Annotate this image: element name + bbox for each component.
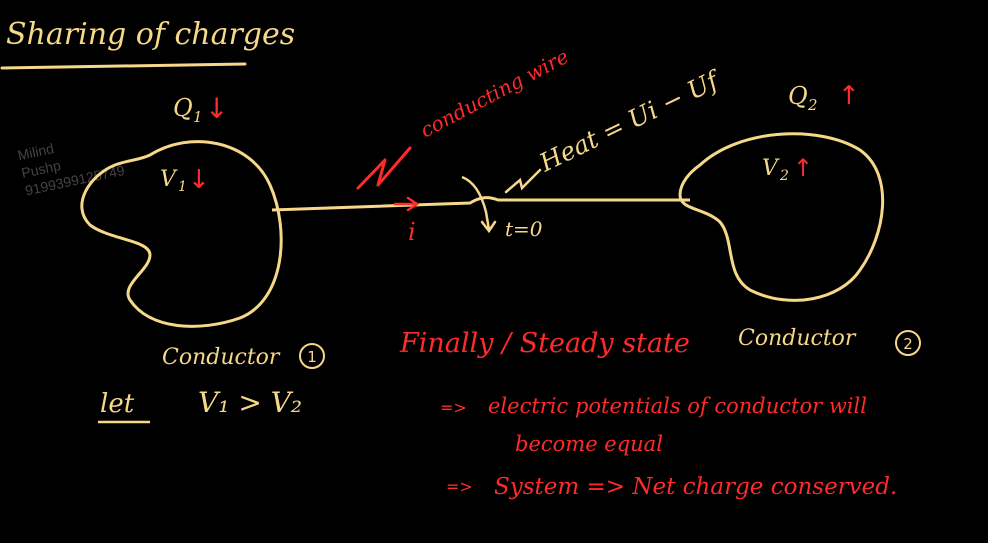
bullet-1-line-1: electric potentials of conductor will xyxy=(488,394,867,418)
bullet-1-line-2: become equal xyxy=(515,432,663,456)
conductor-1-number: 1 xyxy=(307,348,317,366)
switch-time-label: t=0 xyxy=(505,217,543,241)
q2-symbol: Q xyxy=(788,82,808,110)
wire-pointer-icon xyxy=(356,146,412,190)
conductor-2-label: Conductor xyxy=(738,326,857,351)
heat-pointer-icon xyxy=(504,168,542,194)
v2-symbol: V xyxy=(762,156,780,181)
assumption-relation: V₁ > V₂ xyxy=(198,386,302,419)
bullet-1-marker: => xyxy=(440,398,467,417)
q1-symbol: Q xyxy=(173,94,193,122)
v1-subscript: 1 xyxy=(178,179,187,195)
conductor-2-potential: V 2 ↑ xyxy=(762,154,813,184)
conductor-1-charge: Q 1 ↓ xyxy=(173,92,228,126)
current-arrow-icon xyxy=(393,196,420,212)
conducting-wire xyxy=(271,196,690,212)
assumption-keyword: let xyxy=(100,389,135,419)
conductor-1-caption: Conductor 1 xyxy=(162,343,325,370)
bullet-2-text: System => Net charge conserved. xyxy=(494,474,897,500)
conductor-1-potential: V 1 ↓ xyxy=(160,165,210,195)
bullet-2-marker: => xyxy=(446,477,473,496)
conductor-1-label: Conductor xyxy=(162,345,281,370)
v2-up-arrow-icon: ↑ xyxy=(793,154,813,182)
heat-equation: Heat = Ui − Uf xyxy=(534,64,726,177)
title-underline xyxy=(0,62,247,70)
page-title: Sharing of charges xyxy=(6,17,295,52)
watermark-line1: Milind xyxy=(16,140,55,163)
conductor-2-number: 2 xyxy=(903,335,913,353)
conductor-1-shape xyxy=(80,140,283,328)
v2-subscript: 2 xyxy=(779,168,789,184)
conductor-2-shape xyxy=(678,132,885,302)
q1-down-arrow-icon: ↓ xyxy=(205,92,228,125)
current-label: i xyxy=(408,218,416,246)
v1-down-arrow-icon: ↓ xyxy=(188,165,210,195)
q2-up-arrow-icon: ↑ xyxy=(838,81,860,111)
steady-state-heading: Finally / Steady state xyxy=(399,328,690,359)
switch-symbol xyxy=(461,175,488,213)
conductor-2-caption: Conductor 2 xyxy=(738,326,921,356)
v1-symbol: V xyxy=(160,167,178,192)
q2-subscript: 2 xyxy=(807,96,818,114)
watermark: Milind Pushp 9199399125749 xyxy=(16,140,126,198)
conductor-2-charge: Q 2 ↑ xyxy=(788,81,860,114)
q1-subscript: 1 xyxy=(193,108,203,126)
conductor-1-number-circle xyxy=(299,343,325,369)
wire-label: conducting wire xyxy=(416,44,572,142)
conductor-2-number-circle xyxy=(895,330,921,356)
switch-arrow-icon xyxy=(480,210,497,234)
